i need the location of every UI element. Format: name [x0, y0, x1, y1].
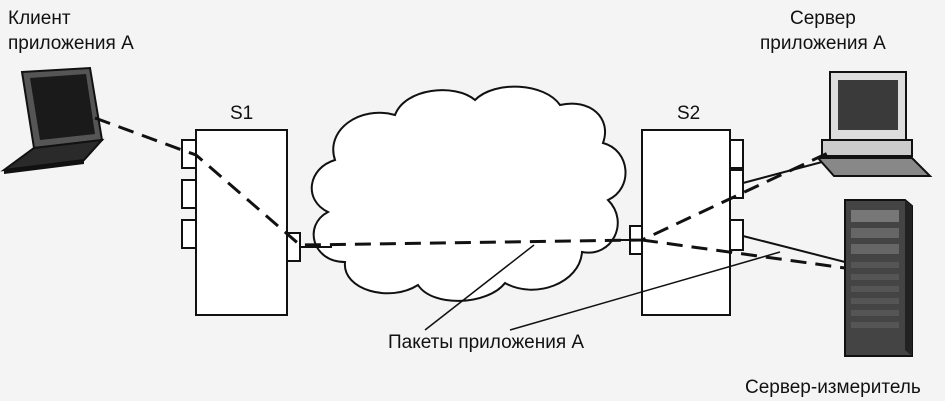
packet-path-client-to-server	[94, 116, 831, 247]
switch1-label: S1	[230, 103, 253, 124]
s2-port-2	[729, 169, 744, 199]
switch-s2	[629, 129, 744, 316]
s1-port-3	[181, 219, 197, 249]
link-s2-server	[742, 161, 823, 184]
callout-line-2	[509, 251, 781, 331]
callout-line-1	[424, 244, 535, 331]
s1-port-2	[181, 179, 197, 209]
s2-port-1	[729, 139, 744, 169]
server-label-line1: Сервер	[790, 8, 856, 29]
packet-path-mirror-to-meter	[641, 238, 846, 270]
s1-port-uplink	[286, 232, 301, 262]
laptop-icon	[0, 66, 105, 174]
tower-server-icon	[844, 199, 913, 357]
meter-label: Сервер-измеритель	[745, 377, 921, 398]
packets-label: Пакеты приложения А	[388, 332, 584, 353]
client-label-line2: приложения А	[8, 33, 134, 54]
server-label-line2: приложения А	[760, 33, 886, 54]
link-s2-meter	[742, 235, 846, 263]
client-label-line1: Клиент	[8, 8, 71, 29]
network-cloud	[310, 85, 627, 302]
s2-port-3	[729, 219, 744, 251]
packet-flow-paths	[94, 116, 846, 270]
desktop-computer-icon	[815, 71, 933, 177]
switch2-label: S2	[677, 103, 700, 124]
